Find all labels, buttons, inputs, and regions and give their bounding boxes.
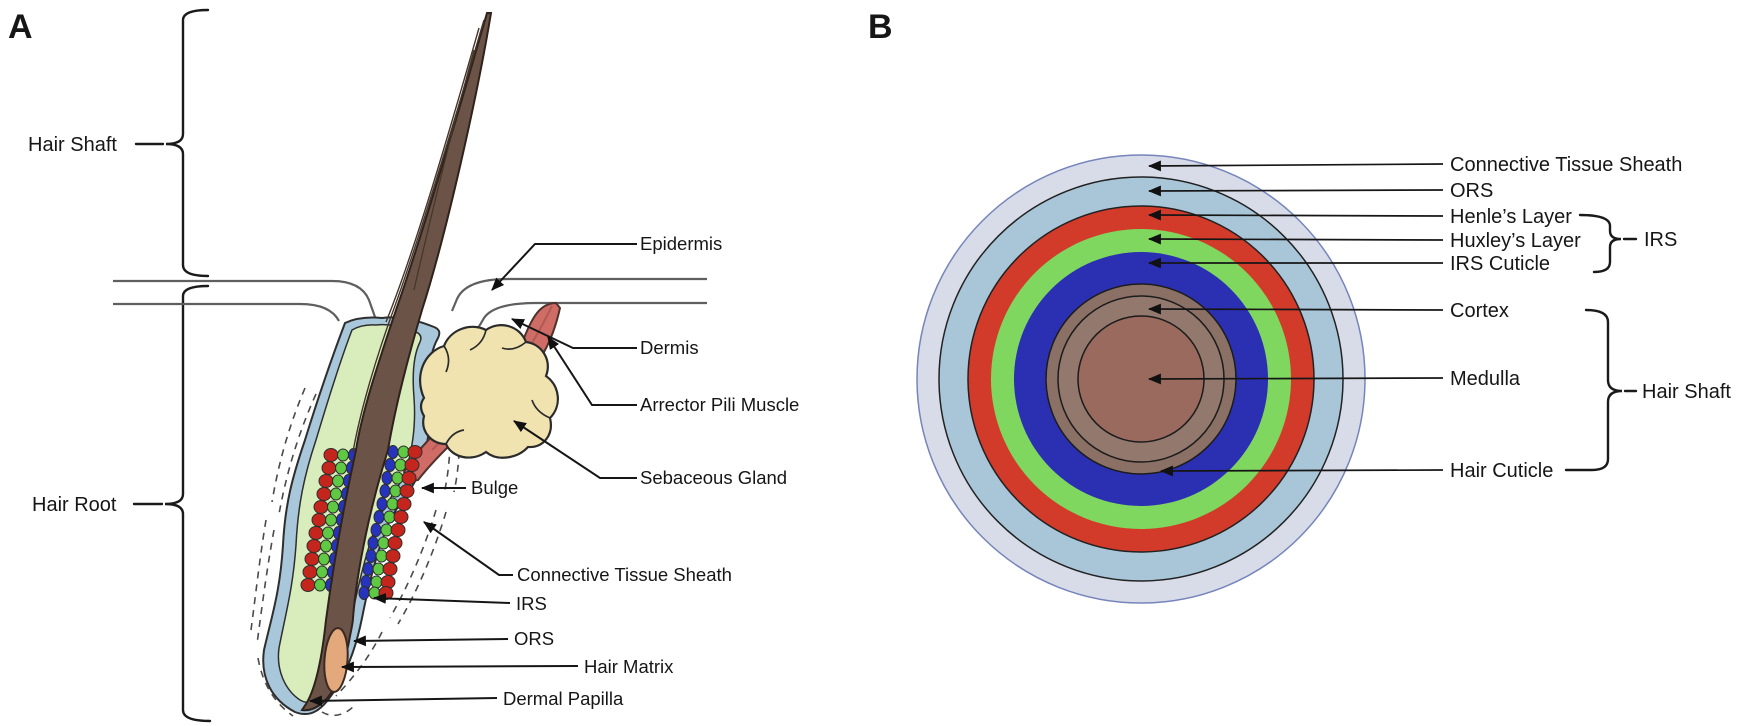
dermal-papilla-shape	[323, 627, 349, 693]
sebaceous-gland-shape	[419, 324, 559, 459]
hair-root-label: Hair Root	[32, 494, 117, 516]
henles-layer-label: Henle’s Layer	[1450, 206, 1572, 228]
ors-label-a: ORS	[514, 628, 554, 649]
hair-shaft-brace	[134, 8, 210, 278]
hair-cross-section	[916, 154, 1366, 604]
panel-a-leader-lines	[308, 243, 637, 707]
dermal-papilla-label: Dermal Papilla	[503, 688, 624, 709]
irs-label-a: IRS	[516, 593, 547, 614]
hair-shaft-label: Hair Shaft	[28, 134, 117, 156]
cortex-label: Cortex	[1450, 300, 1509, 322]
huxleys-layer-label: Huxley’s Layer	[1450, 230, 1581, 252]
irs-group-label: IRS	[1644, 229, 1677, 251]
dermis-label: Dermis	[640, 337, 699, 358]
hair-cuticle-label: Hair Cuticle	[1450, 460, 1553, 482]
panel-a-letter: A	[8, 8, 33, 46]
hair-root-brace	[132, 284, 212, 723]
hair-matrix-label: Hair Matrix	[584, 656, 674, 677]
arrector-pili-muscle-label: Arrector Pili Muscle	[640, 394, 799, 415]
panel-b-leader-lines	[1147, 160, 1444, 477]
irs-group-brace	[1578, 213, 1638, 274]
epidermis-label: Epidermis	[640, 233, 722, 254]
medulla-label: Medulla	[1450, 368, 1521, 390]
irs-cuticle-label: IRS Cuticle	[1450, 253, 1550, 275]
ors-label-b: ORS	[1450, 180, 1493, 202]
bulge-label: Bulge	[471, 477, 518, 498]
hair-shaft-group-label: Hair Shaft	[1642, 381, 1731, 403]
sebaceous-gland-label: Sebaceous Gland	[640, 467, 787, 488]
connective-tissue-sheath-label-a: Connective Tissue Sheath	[517, 564, 732, 585]
panel-b-letter: B	[868, 8, 893, 46]
connective-tissue-sheath-label-b: Connective Tissue Sheath	[1450, 154, 1682, 176]
hair-shaft-group-brace	[1564, 308, 1638, 472]
